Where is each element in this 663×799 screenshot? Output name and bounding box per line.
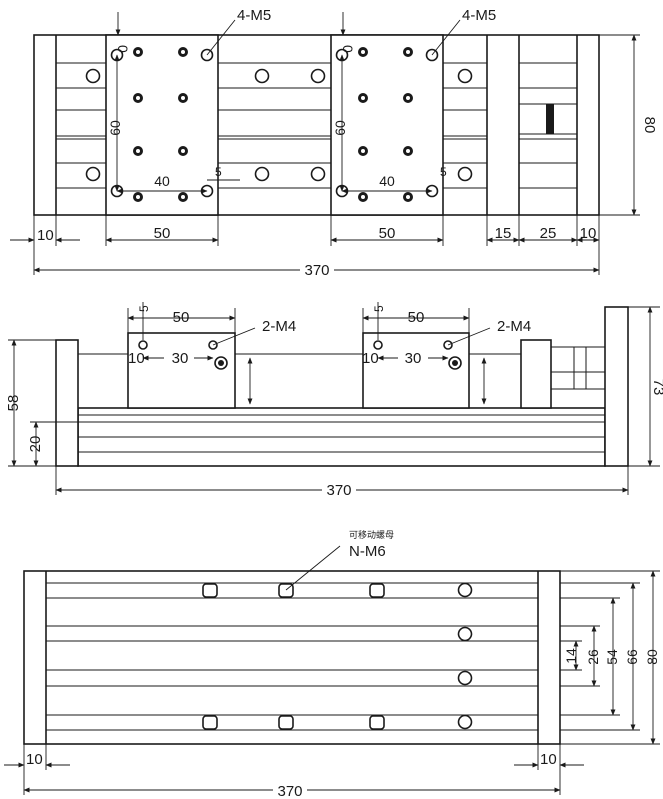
top-dim-40-left: 40: [154, 173, 170, 189]
top-dim-80: 80: [641, 117, 658, 134]
side-dim-50-left: 50: [173, 309, 190, 326]
bottom-nut-note: 可移动螺母: [349, 529, 394, 540]
bottom-slots: [46, 582, 538, 731]
bottom-callout-nm6: N-M6: [349, 543, 386, 560]
side-screw-left: [77, 353, 129, 409]
top-dim-5-left: 5: [215, 165, 222, 179]
side-coupling: [550, 346, 606, 390]
top-rail-holes: [85, 68, 473, 182]
side-dim-20: 20: [27, 436, 44, 453]
top-dim-370: 370: [304, 262, 329, 279]
bottom-view: 可移动螺母 N-M6 80 66 54 26 14 10 10: [4, 529, 660, 799]
bottom-outer-frame: [23, 570, 561, 745]
bottom-dim-370: 370: [277, 783, 302, 799]
top-dim-5-right: 5: [440, 165, 447, 179]
top-dim-50-left: 50: [154, 225, 171, 242]
top-dim-60-left: 60: [107, 120, 123, 136]
bottom-dim-10-right: 10: [540, 751, 557, 768]
bottom-nuts: [202, 582, 473, 730]
top-dim-60-right: 60: [332, 120, 348, 136]
side-dim-370: 370: [326, 482, 351, 499]
side-callout-2m4-right: 2-M4: [497, 318, 531, 335]
bottom-dim-10-left: 10: [26, 751, 43, 768]
top-screw-left: [55, 109, 107, 137]
top-dim-10-left: 10: [37, 227, 54, 244]
top-dim-40-right: 40: [379, 173, 395, 189]
side-view: 50 5 30 10 2-M4 50 5 30 10 2-M4 58 20 7: [5, 302, 663, 499]
top-slider-left: [105, 34, 219, 216]
side-right-endplate: [604, 306, 629, 467]
bottom-dim-26: 26: [585, 649, 601, 665]
side-dim-5-left: 5: [137, 305, 151, 312]
top-dim-0-right: 0: [340, 45, 356, 53]
top-dim-15: 15: [495, 225, 512, 242]
side-bearing-block: [520, 339, 552, 409]
top-callout-4m5-right: 4-M5: [462, 7, 496, 24]
side-screw-right: [468, 353, 522, 409]
side-dim-10-left: 10: [128, 350, 145, 367]
side-left-endplate: [55, 339, 79, 467]
side-dim-10-right: 10: [362, 350, 379, 367]
top-screw-right: [442, 109, 488, 137]
side-dim-30-left: 30: [172, 350, 189, 367]
side-callout-2m4-left: 2-M4: [262, 318, 296, 335]
bottom-dim-66: 66: [624, 649, 640, 665]
top-callout-4m5-left: 4-M5: [237, 7, 271, 24]
bottom-dim-54: 54: [604, 649, 620, 665]
side-dim-50-right: 50: [408, 309, 425, 326]
top-dim-0-left: 0: [115, 45, 131, 53]
top-view: 0 60 40 5 4-M5 0 60 40 5 4-M5 10 50: [10, 7, 658, 279]
side-screw-middle: [234, 353, 364, 409]
bottom-dim-80: 80: [644, 649, 660, 665]
side-dim-73: 73: [650, 379, 663, 396]
top-dim-10-right: 10: [580, 225, 597, 242]
top-outer-frame: [33, 34, 600, 216]
top-coupling-core: [546, 104, 554, 134]
top-dim-25: 25: [540, 225, 557, 242]
top-dim-50-right: 50: [379, 225, 396, 242]
bottom-dim-14: 14: [563, 648, 579, 664]
side-dim-58: 58: [5, 395, 22, 412]
top-slider-right: [330, 34, 444, 216]
side-dim-30-right: 30: [405, 350, 422, 367]
top-screw-middle: [217, 109, 332, 137]
side-dim-5-right: 5: [372, 305, 386, 312]
